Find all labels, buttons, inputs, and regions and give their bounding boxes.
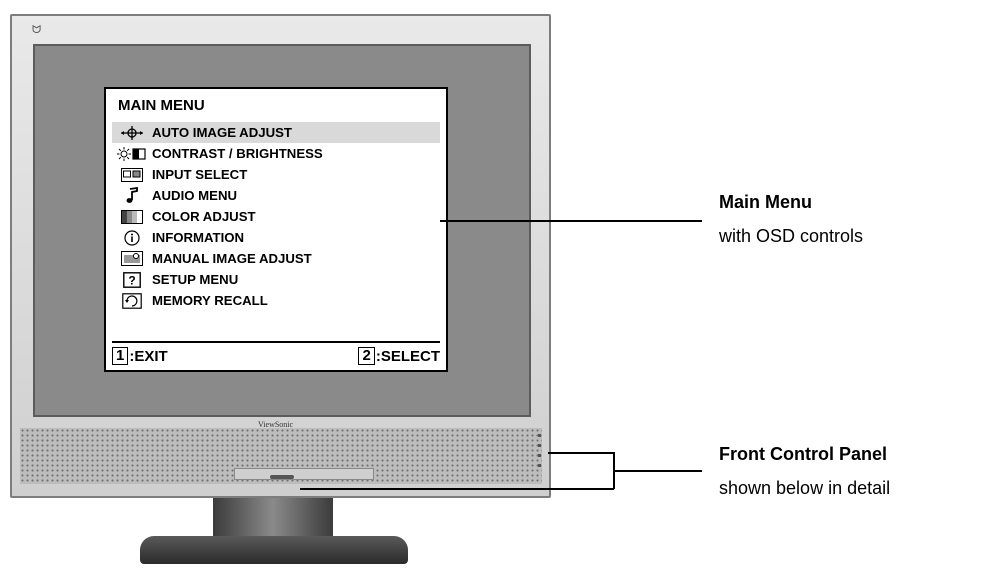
exit-label: :EXIT bbox=[129, 347, 168, 365]
sun-contrast-icon bbox=[112, 146, 152, 162]
main-menu-callout-line bbox=[440, 220, 702, 222]
bezel-logo-icon: ᗢ bbox=[32, 24, 42, 36]
monitor-stand-base bbox=[140, 536, 408, 564]
panel-callout-line bbox=[614, 470, 702, 472]
svg-text:?: ? bbox=[128, 273, 135, 287]
panel-bracket-top bbox=[548, 452, 614, 454]
info-circle-icon bbox=[112, 229, 152, 246]
menu-item-label: SETUP MENU bbox=[152, 272, 239, 287]
control-button[interactable] bbox=[538, 434, 541, 437]
menu-item-setup-menu[interactable]: ? SETUP MENU bbox=[112, 269, 440, 290]
menu-item-manual-image-adjust[interactable]: MANUAL IMAGE ADJUST bbox=[112, 248, 440, 269]
menu-item-label: CONTRAST / BRIGHTNESS bbox=[152, 146, 323, 161]
exit-control[interactable]: 1 :EXIT bbox=[112, 347, 168, 365]
menu-item-color-adjust[interactable]: COLOR ADJUST bbox=[112, 206, 440, 227]
menu-item-label: AUDIO MENU bbox=[152, 188, 237, 203]
menu-item-label: INFORMATION bbox=[152, 230, 245, 245]
power-button[interactable] bbox=[270, 475, 294, 479]
control-button[interactable] bbox=[538, 444, 541, 447]
main-menu-callout-title: Main Menu bbox=[719, 192, 812, 212]
memory-recall-icon bbox=[112, 292, 152, 309]
osd-menu-list: AUTO IMAGE ADJUST CONTRAST / BRIGHTNESS … bbox=[112, 122, 440, 311]
menu-item-audio-menu[interactable]: AUDIO MENU bbox=[112, 185, 440, 206]
question-box-icon: ? bbox=[112, 271, 152, 288]
control-button[interactable] bbox=[538, 454, 541, 457]
menu-item-label: AUTO IMAGE ADJUST bbox=[152, 125, 292, 140]
image-adjust-icon bbox=[112, 251, 152, 266]
panel-bracket-bottom bbox=[300, 488, 614, 490]
menu-item-label: INPUT SELECT bbox=[152, 167, 248, 182]
select-label: :SELECT bbox=[375, 347, 440, 365]
music-note-icon bbox=[112, 187, 152, 204]
menu-item-label: MANUAL IMAGE ADJUST bbox=[152, 251, 312, 266]
color-bars-icon bbox=[112, 209, 152, 224]
menu-item-contrast-brightness[interactable]: CONTRAST / BRIGHTNESS bbox=[112, 143, 440, 164]
menu-item-label: MEMORY RECALL bbox=[152, 293, 268, 308]
osd-main-menu: MAIN MENU AUTO IMAGE ADJUST CONTRAST / B… bbox=[104, 87, 448, 372]
key-1-box: 1 bbox=[112, 347, 129, 365]
menu-item-information[interactable]: INFORMATION bbox=[112, 227, 440, 248]
osd-title: MAIN MENU bbox=[118, 97, 205, 114]
crosshair-arrows-icon bbox=[112, 125, 152, 141]
menu-item-auto-image-adjust[interactable]: AUTO IMAGE ADJUST bbox=[112, 122, 440, 143]
front-control-buttons[interactable] bbox=[538, 434, 542, 478]
key-2-box: 2 bbox=[358, 347, 375, 365]
menu-item-label: COLOR ADJUST bbox=[152, 209, 256, 224]
control-button[interactable] bbox=[538, 464, 541, 467]
input-screens-icon bbox=[112, 167, 152, 182]
menu-item-input-select[interactable]: INPUT SELECT bbox=[112, 164, 440, 185]
panel-callout-title: Front Control Panel bbox=[719, 444, 887, 464]
front-control-strip bbox=[234, 468, 374, 480]
osd-footer: 1 :EXIT 2 :SELECT bbox=[112, 341, 440, 369]
menu-item-memory-recall[interactable]: MEMORY RECALL bbox=[112, 290, 440, 311]
panel-callout-subtitle: shown below in detail bbox=[719, 478, 891, 498]
select-control[interactable]: 2 :SELECT bbox=[358, 347, 440, 365]
main-menu-callout-subtitle: with OSD controls bbox=[719, 226, 864, 246]
panel-bracket-vertical bbox=[613, 452, 615, 489]
brand-label: ViewSonic bbox=[258, 420, 294, 429]
